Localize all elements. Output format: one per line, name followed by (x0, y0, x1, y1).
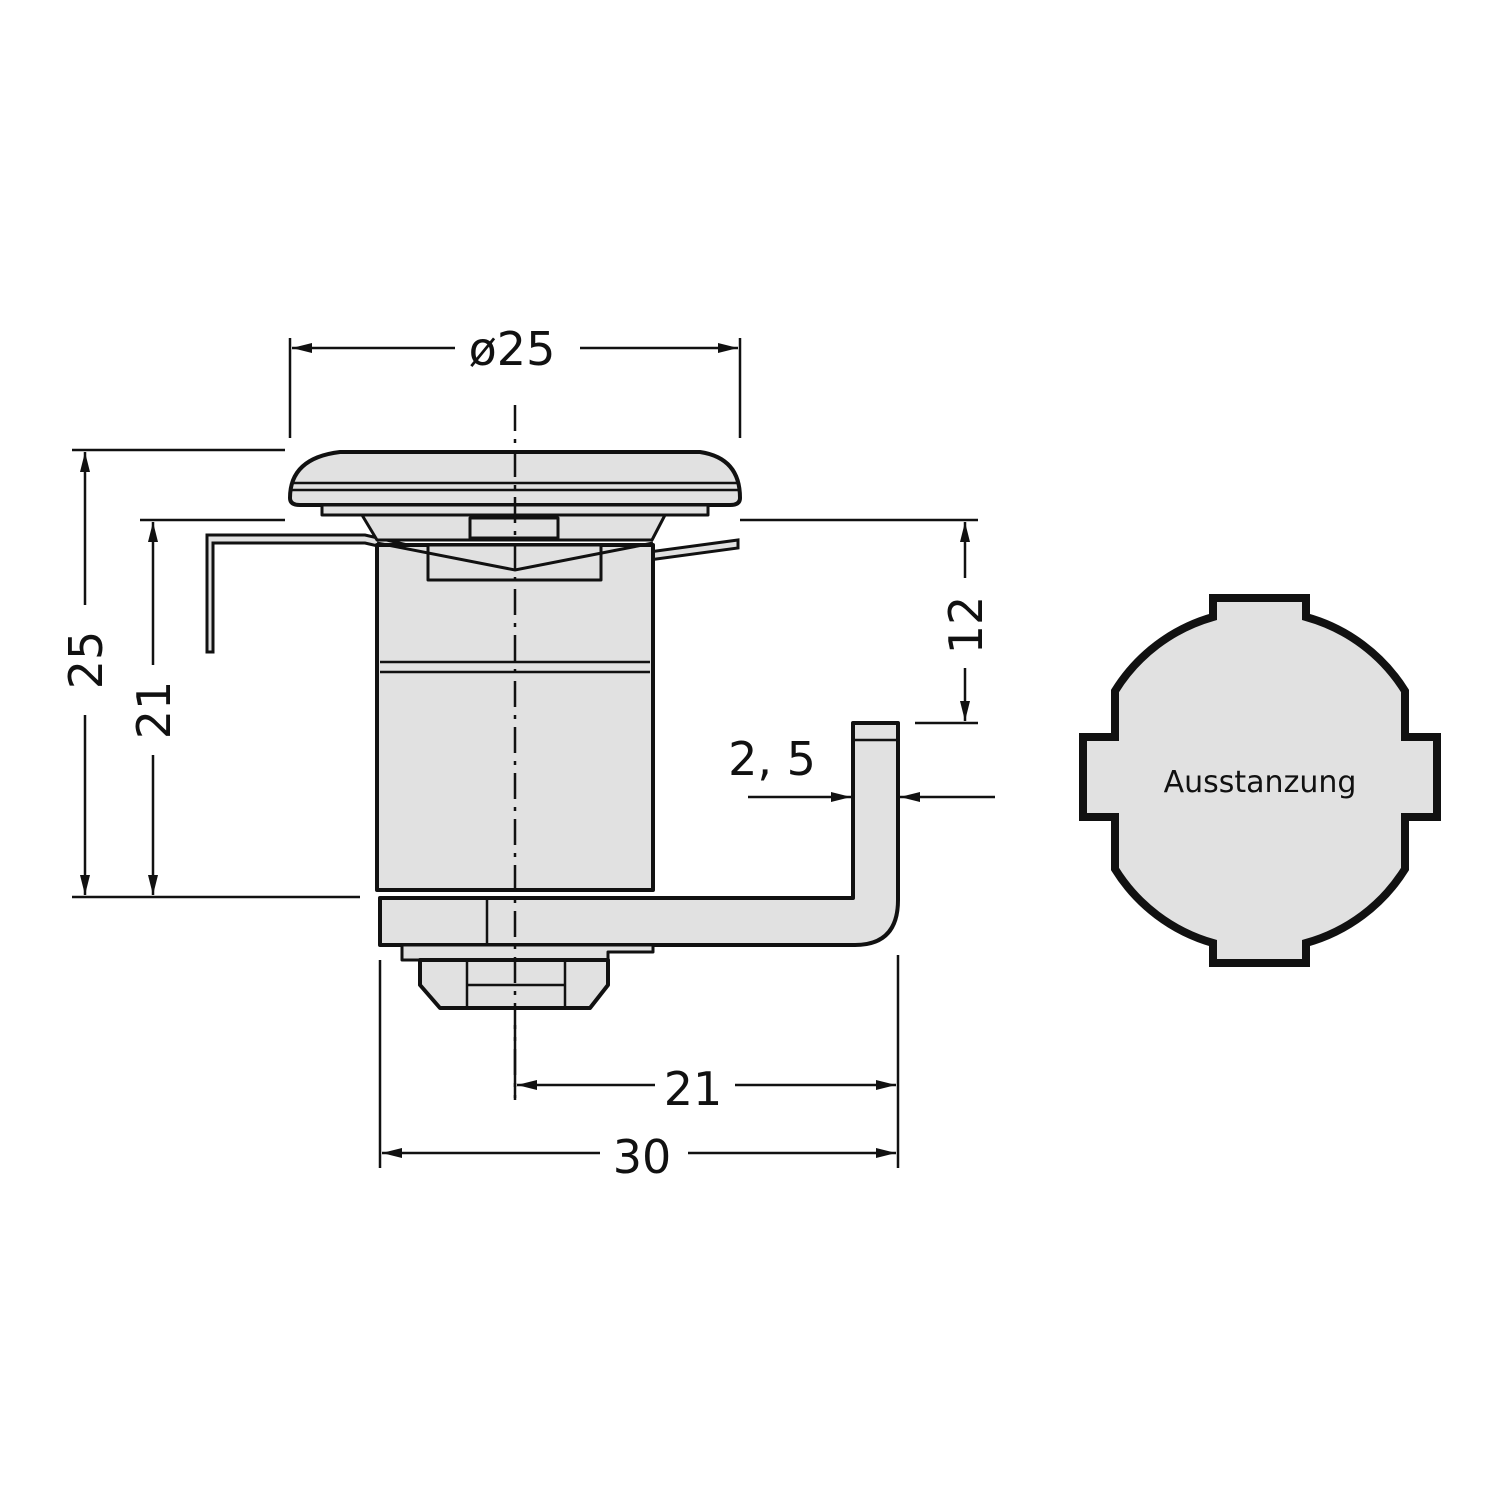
cam (378, 721, 900, 947)
cap (288, 450, 742, 507)
cutout-shape: Ausstanzung (1079, 594, 1441, 967)
dimensions: ø25 25 21 12 2, 5 21 30 (59, 322, 995, 1184)
dim-height-25: 25 (59, 631, 113, 690)
dim-width-30: 30 (613, 1130, 672, 1184)
washer (400, 943, 655, 962)
dim-thickness-2-5: 2, 5 (728, 732, 816, 786)
dim-offset-12: 12 (939, 596, 993, 655)
cutout-label: Ausstanzung (1164, 765, 1357, 800)
dim-length-21: 21 (664, 1062, 723, 1116)
dim-height-21: 21 (127, 681, 181, 740)
cam-lock-side-view (205, 405, 900, 1100)
dim-diameter-25: ø25 (469, 322, 556, 376)
clip-wire (376, 541, 654, 572)
